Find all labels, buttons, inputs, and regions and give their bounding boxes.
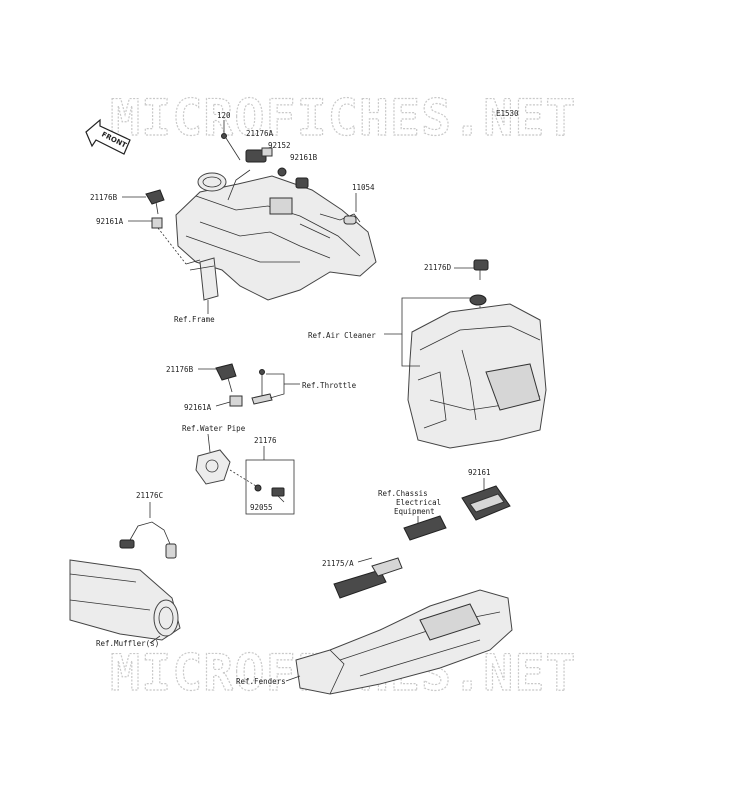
watermark-top: MICROFICHES.NET: [110, 89, 577, 147]
label-21176D: 21176D: [424, 263, 452, 272]
label-21176B-top: 21176B: [90, 193, 118, 202]
washer-92055: [254, 484, 262, 492]
label-92161A-mid: 92161A: [184, 403, 212, 412]
label-21175A: 21175/A: [322, 559, 354, 568]
grommet-92161A-mid: [229, 395, 243, 407]
label-21176C: 21176C: [136, 491, 163, 500]
label-ref-chassis-2: Electrical: [396, 498, 441, 507]
label-21176A: 21176A: [246, 129, 274, 138]
grommet-92161B: [295, 177, 309, 189]
frame-assembly: [175, 169, 377, 301]
label-92161A-top: 92161A: [96, 217, 124, 226]
muffler: [69, 559, 181, 641]
label-21176: 21176: [254, 436, 277, 445]
label-92161: 92161: [468, 468, 491, 477]
rear-fender: [295, 589, 513, 695]
label-ref-chassis-3: Equipment: [394, 507, 435, 516]
label-92161B: 92161B: [290, 153, 318, 162]
label-ref-water-pipe: Ref.Water Pipe: [182, 424, 246, 433]
ecu-21175A: [333, 557, 403, 599]
label-ref-fenders: Ref.Fenders: [236, 677, 286, 686]
water-pipe: [195, 449, 231, 485]
label-ref-muffler: Ref.Muffler(s): [96, 639, 159, 648]
sensor-21176A: [245, 147, 273, 163]
sensor-21176B-mid: [215, 363, 237, 393]
o2-sensor-21176C: [119, 521, 177, 559]
label-120: 120: [217, 111, 231, 120]
label-92152: 92152: [268, 141, 291, 150]
connector-chassis: [403, 515, 447, 541]
bracket-box-21176: [245, 459, 295, 515]
label-92055: 92055: [250, 503, 273, 512]
temp-sensor-21176: [271, 487, 285, 503]
connector-block-92161: [461, 485, 511, 521]
bolt-120: [221, 133, 241, 161]
throttle-bracket: [251, 369, 273, 405]
label-ref-chassis-1: Ref.Chassis: [378, 489, 428, 498]
diagram-code: E1530: [496, 109, 519, 118]
front-arrow-icon: FRONT: [85, 118, 131, 155]
grommet-92161A-top: [151, 217, 163, 229]
grommet-92152: [277, 167, 287, 177]
sensor-21176B-top: [145, 189, 165, 215]
label-ref-frame: Ref.Frame: [174, 315, 215, 324]
hose-11054: [319, 213, 361, 225]
label-ref-air-cleaner: Ref.Air Cleaner: [308, 331, 376, 340]
label-ref-throttle: Ref.Throttle: [302, 381, 357, 390]
label-21176B-mid: 21176B: [166, 365, 194, 374]
grommet-air-cleaner: [469, 294, 487, 306]
sensor-21176D: [473, 259, 489, 280]
air-cleaner-housing: [407, 303, 547, 449]
label-11054: 11054: [352, 183, 375, 192]
